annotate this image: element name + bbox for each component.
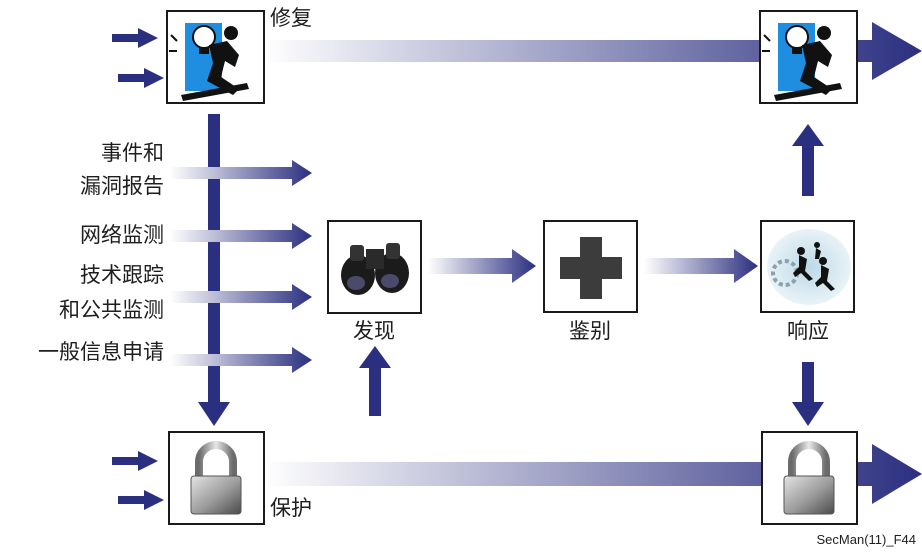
- worker-with-lightbulb-icon: [169, 23, 249, 101]
- tech-tracking-label-line2: 和公共监测: [59, 298, 164, 322]
- binoculars-icon: [341, 243, 409, 295]
- protect-box-left: [168, 431, 265, 525]
- network-monitoring-label: 网络监测: [80, 223, 164, 247]
- respond-label: 响应: [787, 319, 829, 343]
- repair-box-left: [166, 10, 265, 104]
- protect-box-right: [761, 431, 858, 525]
- discover-to-identify-arrow: [428, 249, 536, 283]
- padlock-icon: [190, 441, 242, 515]
- padlock-icon: [783, 441, 835, 515]
- repair-input-arrow-bottom: [118, 68, 164, 88]
- respond-box: [760, 220, 855, 313]
- incident-label-line1: 事件和: [101, 141, 164, 165]
- identify-box: [543, 220, 638, 313]
- tech-tracking-label-line1: 技术跟踪: [80, 263, 164, 287]
- repair-label: 修复: [270, 6, 312, 30]
- protect-input-arrow-top: [112, 451, 158, 471]
- repair-input-arrow-top: [112, 28, 158, 48]
- protect-label: 保护: [270, 496, 312, 520]
- incident-arrow: [170, 160, 312, 186]
- network-arrow: [170, 223, 312, 249]
- discover-input-arrow: [359, 346, 391, 416]
- respond-to-protect-arrow: [792, 362, 824, 426]
- general-info-arrow: [170, 347, 312, 373]
- tech-tracking-arrow: [170, 284, 312, 310]
- repair-box-right: [759, 10, 858, 104]
- figure-id: SecMan(11)_F44: [816, 532, 916, 547]
- worker-with-lightbulb-icon: [762, 23, 842, 101]
- protect-input-arrow-bottom: [118, 490, 164, 510]
- identify-to-respond-arrow: [644, 249, 758, 283]
- discover-box: [327, 220, 422, 314]
- repair-flow-arrow: [264, 22, 922, 80]
- identify-label: 鉴别: [569, 319, 611, 343]
- plus-cross-icon: [560, 237, 622, 299]
- general-info-label: 一般信息申请: [38, 340, 164, 364]
- left-vertical-arrow: [198, 114, 230, 426]
- incident-label-line2: 漏洞报告: [80, 174, 164, 198]
- respond-to-repair-arrow: [792, 124, 824, 196]
- discover-label: 发现: [353, 319, 395, 343]
- protect-flow-arrow: [264, 444, 922, 504]
- running-figures-icon: [767, 229, 851, 305]
